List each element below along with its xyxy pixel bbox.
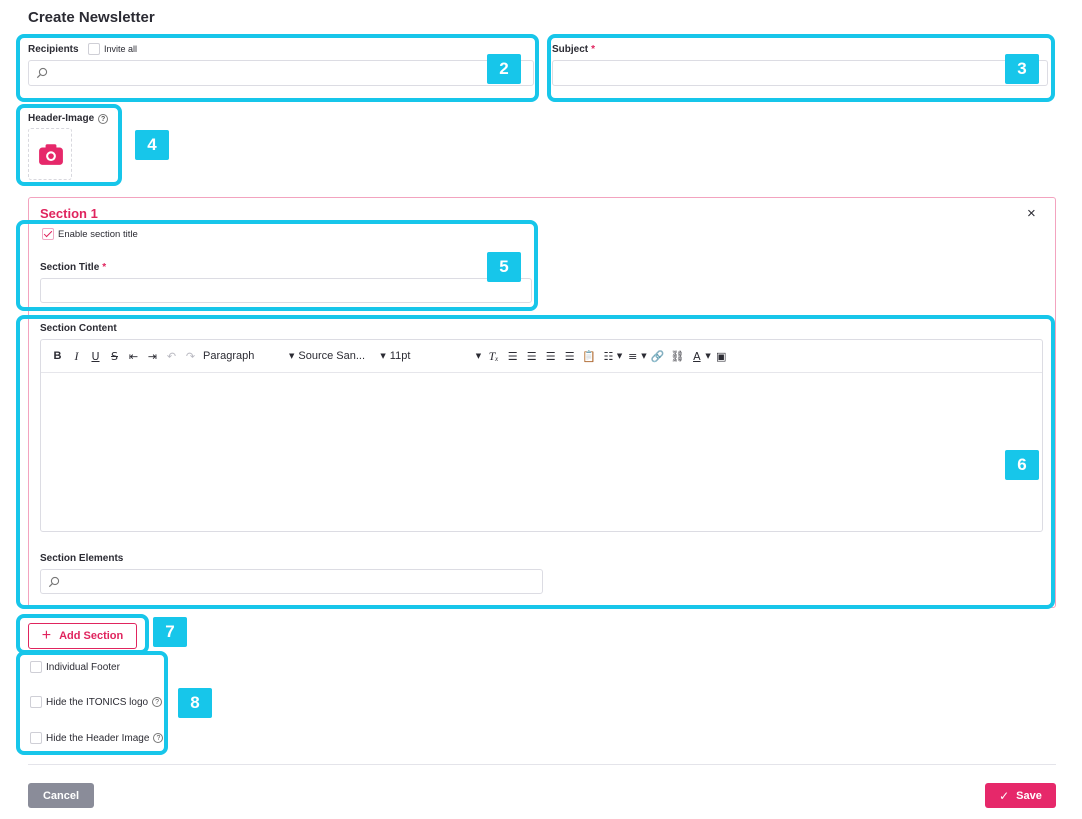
- numbered-list-icon[interactable]: ≡: [628, 349, 638, 363]
- hide-header-image-option[interactable]: Hide the Header Image ?: [30, 732, 164, 744]
- font-family-dropdown[interactable]: Source San...: [298, 350, 366, 362]
- annotation-badge: 7: [153, 617, 187, 647]
- search-icon: [36, 67, 48, 79]
- header-image-label: Header-Image?: [28, 113, 109, 124]
- highlight-section-content: [16, 315, 1055, 609]
- annotation-badge: 2: [487, 54, 521, 84]
- individual-footer-checkbox[interactable]: [30, 661, 42, 673]
- help-icon[interactable]: ?: [98, 113, 109, 124]
- highlight-subject: [547, 34, 1055, 102]
- enable-section-title-label: Enable section title: [58, 228, 138, 240]
- add-section-label: Add Section: [59, 630, 124, 642]
- footer-divider: [28, 764, 1056, 765]
- highlight-add-section: [16, 614, 149, 654]
- section-title-label: Section Title*: [40, 262, 107, 273]
- clear-formatting-icon[interactable]: Tₓ: [488, 348, 499, 363]
- save-button[interactable]: ✓ Save: [985, 783, 1056, 808]
- section-elements-search-input[interactable]: [40, 569, 543, 594]
- recipients-label: Recipients: [28, 44, 79, 55]
- invite-all-label: Invite all: [104, 44, 138, 54]
- header-image-upload[interactable]: [28, 128, 72, 180]
- outdent-icon[interactable]: ⇤: [128, 349, 139, 363]
- annotation-badge: 6: [1005, 450, 1039, 480]
- align-center-icon[interactable]: ☰: [526, 349, 537, 363]
- italic-button[interactable]: I: [74, 348, 79, 363]
- camera-icon: [39, 144, 63, 165]
- section-title: Section 1: [40, 206, 98, 221]
- subject-label: Subject*: [552, 44, 596, 55]
- undo-icon[interactable]: ↶: [166, 349, 177, 363]
- image-icon[interactable]: ▣: [716, 349, 727, 363]
- save-label: Save: [1016, 789, 1042, 802]
- section-content-label: Section Content: [40, 323, 117, 334]
- editor-toolbar: B I U S ⇤ ⇥ ↶ ↷ Paragraph ▼ Source San..…: [41, 340, 1042, 373]
- annotation-badge: 5: [487, 252, 521, 282]
- annotation-badge: 3: [1005, 54, 1039, 84]
- paragraph-format-dropdown[interactable]: Paragraph: [203, 350, 255, 362]
- hide-logo-label: Hide the ITONICS logo: [46, 696, 149, 708]
- hide-header-image-checkbox[interactable]: [30, 732, 42, 744]
- chevron-down-icon[interactable]: ▼: [641, 352, 647, 360]
- close-icon[interactable]: ×: [1027, 205, 1036, 222]
- search-icon: [48, 576, 60, 588]
- chevron-down-icon[interactable]: ▼: [705, 352, 711, 360]
- enable-section-title-checkbox[interactable]: [42, 228, 54, 240]
- align-justify-icon[interactable]: ☰: [564, 349, 575, 363]
- align-left-icon[interactable]: ☰: [507, 349, 518, 363]
- chevron-down-icon[interactable]: ▼: [289, 352, 295, 360]
- paste-icon[interactable]: 📋: [582, 349, 596, 363]
- rich-text-editor[interactable]: B I U S ⇤ ⇥ ↶ ↷ Paragraph ▼ Source San..…: [40, 339, 1043, 532]
- recipients-search-input[interactable]: [28, 60, 534, 86]
- add-section-button[interactable]: + Add Section: [28, 623, 137, 649]
- invite-all-checkbox[interactable]: [88, 43, 100, 55]
- check-icon: ✓: [999, 788, 1010, 803]
- unlink-icon[interactable]: ⛓: [670, 349, 685, 363]
- hide-header-image-label: Hide the Header Image: [46, 732, 150, 744]
- section-elements-label: Section Elements: [40, 553, 124, 564]
- text-color-button[interactable]: A: [693, 349, 701, 363]
- font-size-dropdown[interactable]: 11pt: [389, 350, 411, 362]
- plus-icon: +: [41, 627, 52, 644]
- hide-logo-option[interactable]: Hide the ITONICS logo ?: [30, 696, 163, 708]
- align-right-icon[interactable]: ☰: [545, 349, 556, 363]
- bold-button[interactable]: B: [53, 350, 62, 362]
- strikethrough-button[interactable]: S: [111, 349, 118, 363]
- cancel-button[interactable]: Cancel: [28, 783, 94, 808]
- highlight-options: [16, 651, 168, 755]
- bullet-list-icon[interactable]: ☷: [603, 349, 614, 363]
- help-icon[interactable]: ?: [152, 697, 163, 707]
- link-icon[interactable]: 🔗: [650, 349, 665, 363]
- hide-logo-checkbox[interactable]: [30, 696, 42, 708]
- subject-input[interactable]: [552, 60, 1048, 86]
- enable-section-title-option[interactable]: Enable section title: [42, 228, 138, 240]
- help-icon[interactable]: ?: [153, 733, 164, 743]
- section-title-input[interactable]: [40, 278, 532, 303]
- individual-footer-option[interactable]: Individual Footer: [30, 661, 120, 673]
- indent-icon[interactable]: ⇥: [147, 349, 158, 363]
- annotation-badge: 8: [178, 688, 212, 718]
- redo-icon[interactable]: ↷: [185, 349, 196, 363]
- highlight-header-image: [16, 104, 122, 186]
- highlight-section-title: [16, 220, 538, 311]
- individual-footer-label: Individual Footer: [46, 661, 120, 673]
- underline-button[interactable]: U: [91, 349, 100, 363]
- annotation-badge: 4: [135, 130, 169, 160]
- highlight-recipients: [16, 34, 539, 102]
- chevron-down-icon[interactable]: ▼: [380, 352, 386, 360]
- chevron-down-icon[interactable]: ▼: [616, 352, 623, 360]
- page-title: Create Newsletter: [28, 9, 155, 26]
- invite-all-option[interactable]: Invite all: [88, 43, 137, 55]
- chevron-down-icon[interactable]: ▼: [475, 352, 482, 360]
